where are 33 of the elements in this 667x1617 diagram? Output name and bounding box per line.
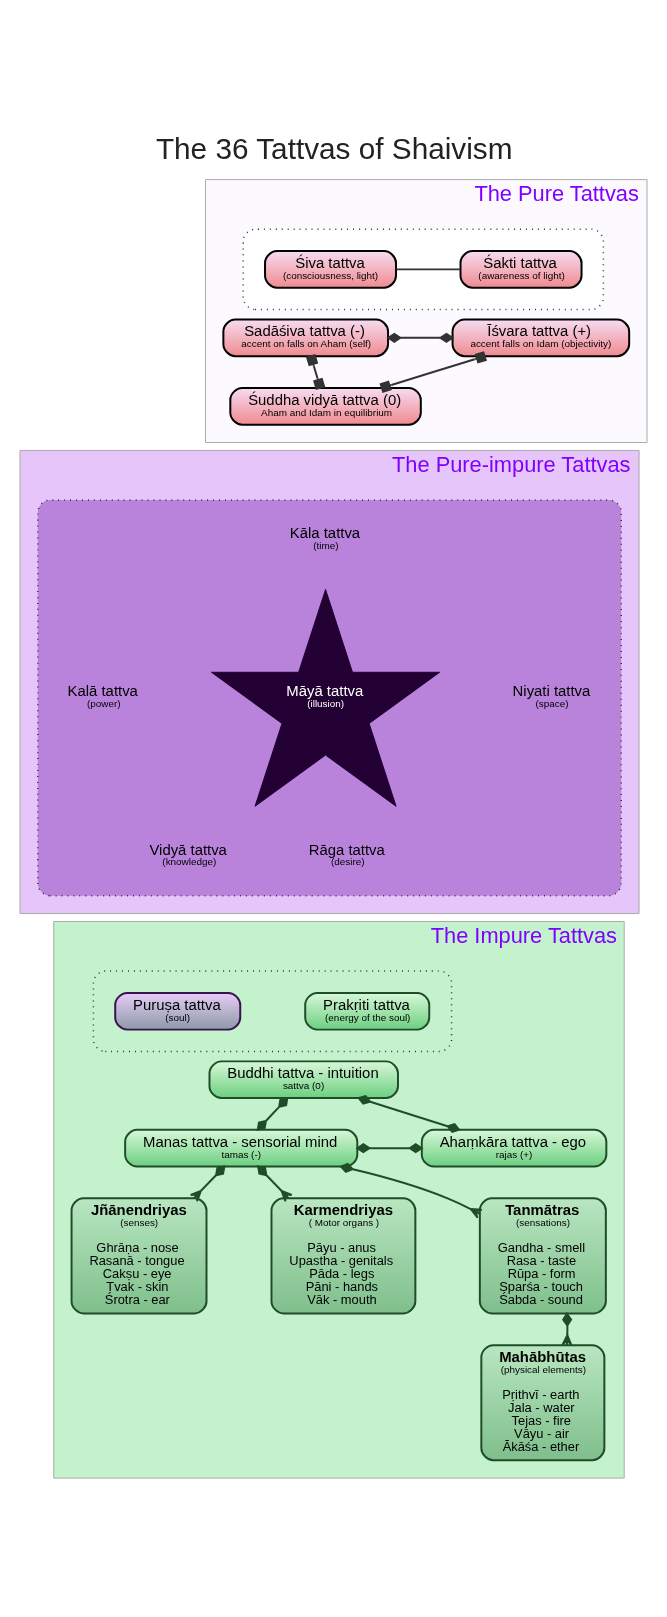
node-box: Īśvara tattva (+) accent falls on Idam (objectivity) xyxy=(451,318,631,358)
cluster xyxy=(92,970,453,1053)
connector xyxy=(357,1094,461,1133)
node-box: Jñānendriyas (senses) Ghrāṇa - nose Rasanā - tongue Cakṣu - eye Tvak - skin Śrotra - ear xyxy=(70,1197,208,1315)
node-box: Karmendriyas ( Motor organs ) Pāyu - anus Upastha - genitals Pāda - legs Pāni - hands Vāk - mouth xyxy=(270,1197,417,1315)
connector xyxy=(379,351,487,393)
node-text: Niyati tattva (space) xyxy=(512,683,591,710)
connector xyxy=(189,1165,226,1203)
connector xyxy=(561,1311,573,1347)
node-box: Śakti tattva (awareness of light) xyxy=(459,250,583,289)
node-box: Buddhi tattva - intuition sattva (0) xyxy=(208,1060,399,1100)
node-box: Śiva tattva (consciousness, light) xyxy=(264,250,397,289)
connector xyxy=(305,353,326,391)
node-box: Prakṛiti tattva (energy of the soul) xyxy=(304,991,431,1031)
connector xyxy=(386,332,455,343)
connector xyxy=(256,1096,289,1131)
node-text: Vidyā tattva (knowledge) xyxy=(149,841,227,868)
connector xyxy=(256,1165,293,1203)
node-box: Manas tattva - sensorial mind tamas (-) xyxy=(124,1128,359,1168)
node-box: Sadāśiva tattva (-) accent on falls on Aham (self) xyxy=(222,318,390,358)
cluster xyxy=(37,499,622,897)
node-box: Puruṣa tattva (soul) xyxy=(114,991,242,1031)
node-box: Ahaṃkāra tattva - ego rajas (+) xyxy=(420,1128,608,1168)
node-box: Mahābhūtas (physical elements) Pṛithvī - earth Jala - water Tejas - fire Vāyu - air Ākāśa - ether xyxy=(480,1344,606,1462)
node-text: Rāga tattva (desire) xyxy=(308,841,385,868)
node-text: Kalā tattva (power) xyxy=(67,683,138,710)
cluster xyxy=(242,228,605,311)
node-text: Kāla tattva (time) xyxy=(289,525,361,552)
connector xyxy=(339,1162,483,1219)
connector xyxy=(395,268,462,271)
connector xyxy=(355,1143,424,1154)
diagram-title: The 36 Tattvas of Shaivism xyxy=(155,131,513,165)
node-box: Tanmātras (sensations) Gandha - smell Rasa - taste Rūpa - form Sparśa - touch Śabda - sound xyxy=(478,1197,607,1315)
